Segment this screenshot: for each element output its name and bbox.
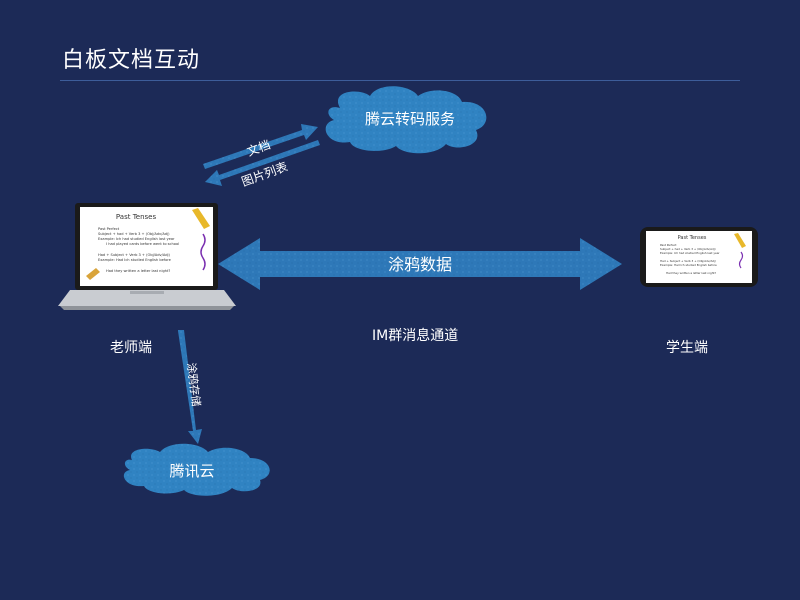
laptop-line: Subject + had + Verb 3 + (Obj/Adv/Adj): [98, 232, 170, 236]
laptop-line: Example: Had Ich studied English before: [98, 258, 172, 262]
student-label: 学生端: [666, 340, 708, 356]
phone-line: Subject + had + Verb 3 + (Obj/Adv/Adj): [660, 247, 716, 251]
phone-line: Example: Ich had studied English last ye…: [660, 251, 720, 255]
phone-line: Example: Had Ich studied English before: [660, 263, 717, 267]
phone-line: Past Perfect: [660, 243, 677, 247]
pencil-icon: [192, 208, 210, 229]
pencil-icon: [734, 233, 746, 248]
laptop-screen: [80, 207, 213, 286]
phone-line: Had they written a letter last night?: [666, 271, 717, 275]
squiggle-icon: [738, 251, 744, 269]
student-phone: Past Tenses Past Perfect Subject + had +…: [640, 227, 758, 287]
im-channel-label: IM群消息通道: [372, 328, 459, 344]
laptop-line: I had played cards before went to school: [106, 242, 179, 246]
cloud-tencent: 腾讯云: [123, 443, 270, 496]
arrow-doodle-store: 涂鸦存储: [178, 330, 204, 444]
arrow-doc-upload-label: 文档: [245, 137, 273, 159]
arrow-doodle-data-label: 涂鸦数据: [388, 255, 452, 274]
title-divider: [60, 80, 740, 81]
cloud-transcode-service: 腾云转码服务: [325, 86, 487, 154]
laptop-line: Example: Ich had studied English last ye…: [98, 237, 175, 241]
laptop-line: Past Perfect: [98, 227, 120, 231]
phone-screen: [646, 231, 752, 283]
laptop-line: Had they written a letter last night?: [106, 269, 170, 273]
cloud-transcode-label: 腾云转码服务: [365, 110, 455, 128]
laptop-line: Had + Subject + Verb 3 + (Obj/Adv/Adj): [98, 253, 170, 257]
phone-screen-heading: Past Tenses: [678, 235, 707, 241]
teacher-label: 老师端: [110, 340, 152, 356]
phone-line: Had + Subject + Verb 3 + (Obj/Adv/Adj): [660, 259, 716, 263]
arrow-doodle-store-label: 涂鸦存储: [184, 362, 203, 407]
laptop-screen-heading: Past Tenses: [116, 213, 157, 221]
eraser-icon: [86, 268, 100, 280]
cloud-tencent-label: 腾讯云: [169, 462, 214, 480]
laptop-base: [58, 290, 236, 306]
arrow-doodle-data: 涂鸦数据: [218, 238, 622, 290]
teacher-laptop: Past Tenses Past Perfect Subject + had +…: [58, 203, 236, 310]
squiggle-icon: [200, 233, 206, 271]
slide-title: 白板文档互动: [62, 48, 201, 73]
